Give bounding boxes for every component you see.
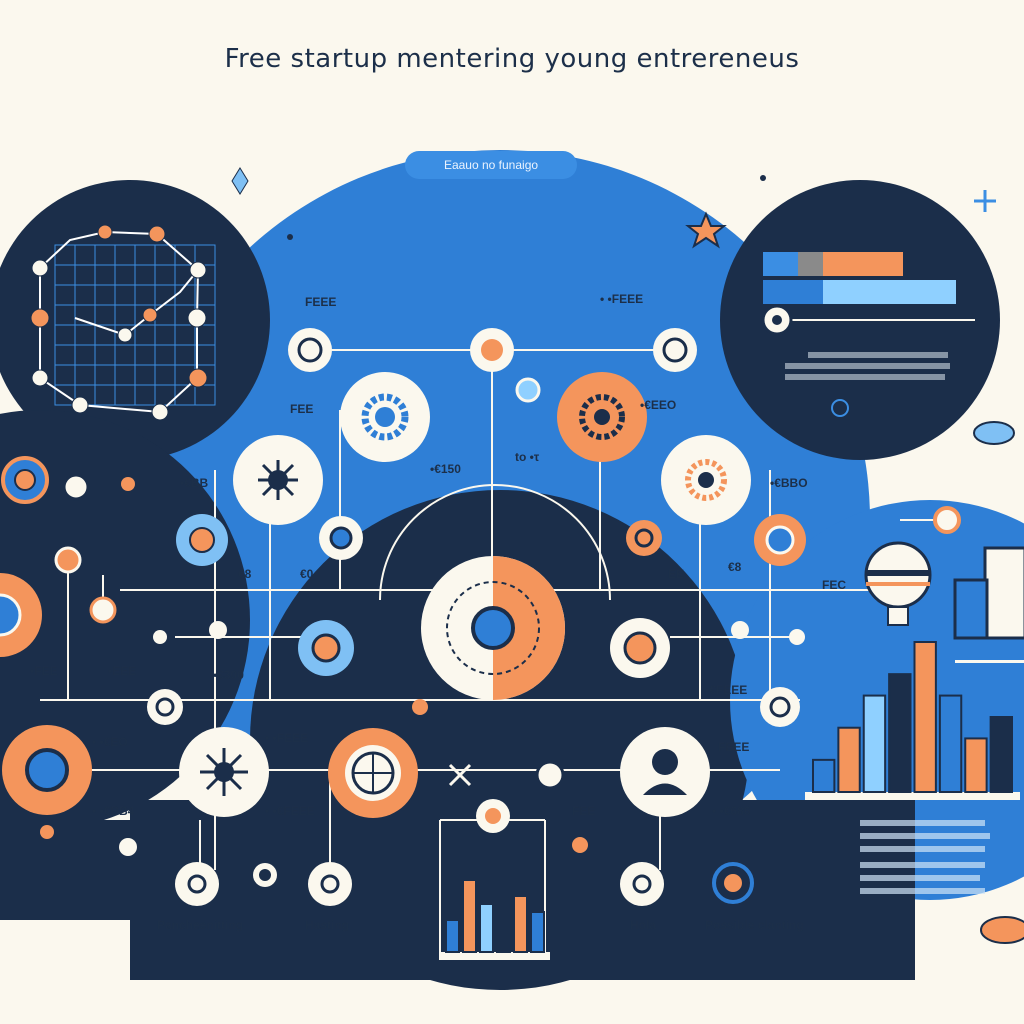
price-label: FEE: [290, 402, 314, 416]
cloud-icon: [973, 421, 1015, 445]
price-label: to •τ: [515, 450, 540, 464]
price-label: • •FEEE: [600, 292, 644, 306]
mentor-person-icon: [620, 727, 710, 817]
price-label: • •€BB4: [92, 804, 135, 818]
price-label: €0: [300, 567, 314, 581]
caption-title: Hola: [630, 918, 657, 932]
left-circle: [0, 410, 250, 830]
cta-button[interactable]: Eaauo no funaigo: [405, 151, 577, 179]
puzzle-icon: [153, 621, 805, 645]
price-label: • •€686: [712, 804, 751, 818]
star-icon: [685, 211, 727, 249]
gear-icon-blue: [340, 372, 430, 462]
tools-icon: [448, 763, 472, 787]
building-icon: [953, 546, 1024, 640]
caption-title: Pancheenitting: [157, 918, 244, 932]
chart-baseline: [805, 792, 1020, 800]
price-label: •€FEEE: [705, 683, 748, 697]
bar-chart-right: [805, 641, 1020, 800]
price-label: •€300: [213, 668, 244, 682]
gear-icon-orange: [557, 372, 647, 462]
price-label: •€BBO: [770, 476, 808, 490]
price-label: EE: [668, 567, 685, 581]
chart-bar: [812, 758, 836, 794]
chart-bar: [479, 903, 494, 953]
chart-bar: [989, 716, 1013, 793]
chart-bar: [530, 911, 545, 953]
lightbulb-icon: [864, 541, 932, 626]
price-label: •€150: [430, 462, 461, 476]
price-label: FEE: [572, 804, 596, 818]
gear-icon-small: [176, 514, 806, 678]
price-label: •EEE: [108, 664, 137, 678]
price-label: • •€EO: [92, 735, 128, 749]
caption-title: Possible clanting: [705, 918, 804, 932]
chart-bar: [496, 871, 511, 953]
chart-bar: [462, 879, 477, 953]
brand-dot-icon: [831, 399, 849, 417]
plus-icon: [974, 190, 996, 212]
bottom-row-nodes: [175, 862, 664, 906]
price-label: FEEE: [305, 295, 337, 309]
diamond-icon: [231, 167, 249, 195]
side-nodes: [0, 456, 800, 904]
caption-title: Hasting: [305, 918, 350, 932]
bar-chart-bottom: [440, 871, 550, 960]
price-label: FEC: [822, 578, 846, 592]
price-label: •€EEO: [640, 398, 677, 412]
network-globe-icon: [328, 728, 418, 818]
right-node-icon: [933, 506, 961, 534]
price-label: FEEE: [718, 740, 750, 754]
small-target-icon: [319, 377, 662, 560]
chart-bar: [513, 895, 528, 953]
page-title: Free startup mentering young entrereneus: [224, 44, 800, 74]
price-label: • •€FEEE: [265, 804, 315, 818]
price-label: €8: [238, 567, 252, 581]
cloud-icon-bottom: [980, 916, 1024, 944]
chart-bar: [837, 726, 861, 793]
sparkle-icon: [287, 175, 766, 240]
chart-bar: [913, 641, 937, 793]
chart-baseline: [440, 952, 550, 960]
molecule-icon: [179, 727, 269, 817]
network-hub-icon: [233, 435, 323, 525]
network-grid-icon: [54, 244, 216, 406]
network-nodes: [30, 224, 208, 421]
price-label: €8: [728, 560, 742, 574]
sun-gear-icon: [661, 435, 751, 525]
chart-bar: [445, 919, 460, 953]
chart-bar: [964, 737, 988, 794]
chart-bar: [938, 694, 963, 793]
top-row-nodes: [288, 328, 697, 372]
chart-bar: [862, 694, 887, 793]
price-label: •€BB: [180, 476, 209, 490]
price-label: • •FEEE: [265, 731, 309, 745]
chart-bar: [888, 673, 912, 793]
price-label: •FEE: [30, 664, 58, 678]
